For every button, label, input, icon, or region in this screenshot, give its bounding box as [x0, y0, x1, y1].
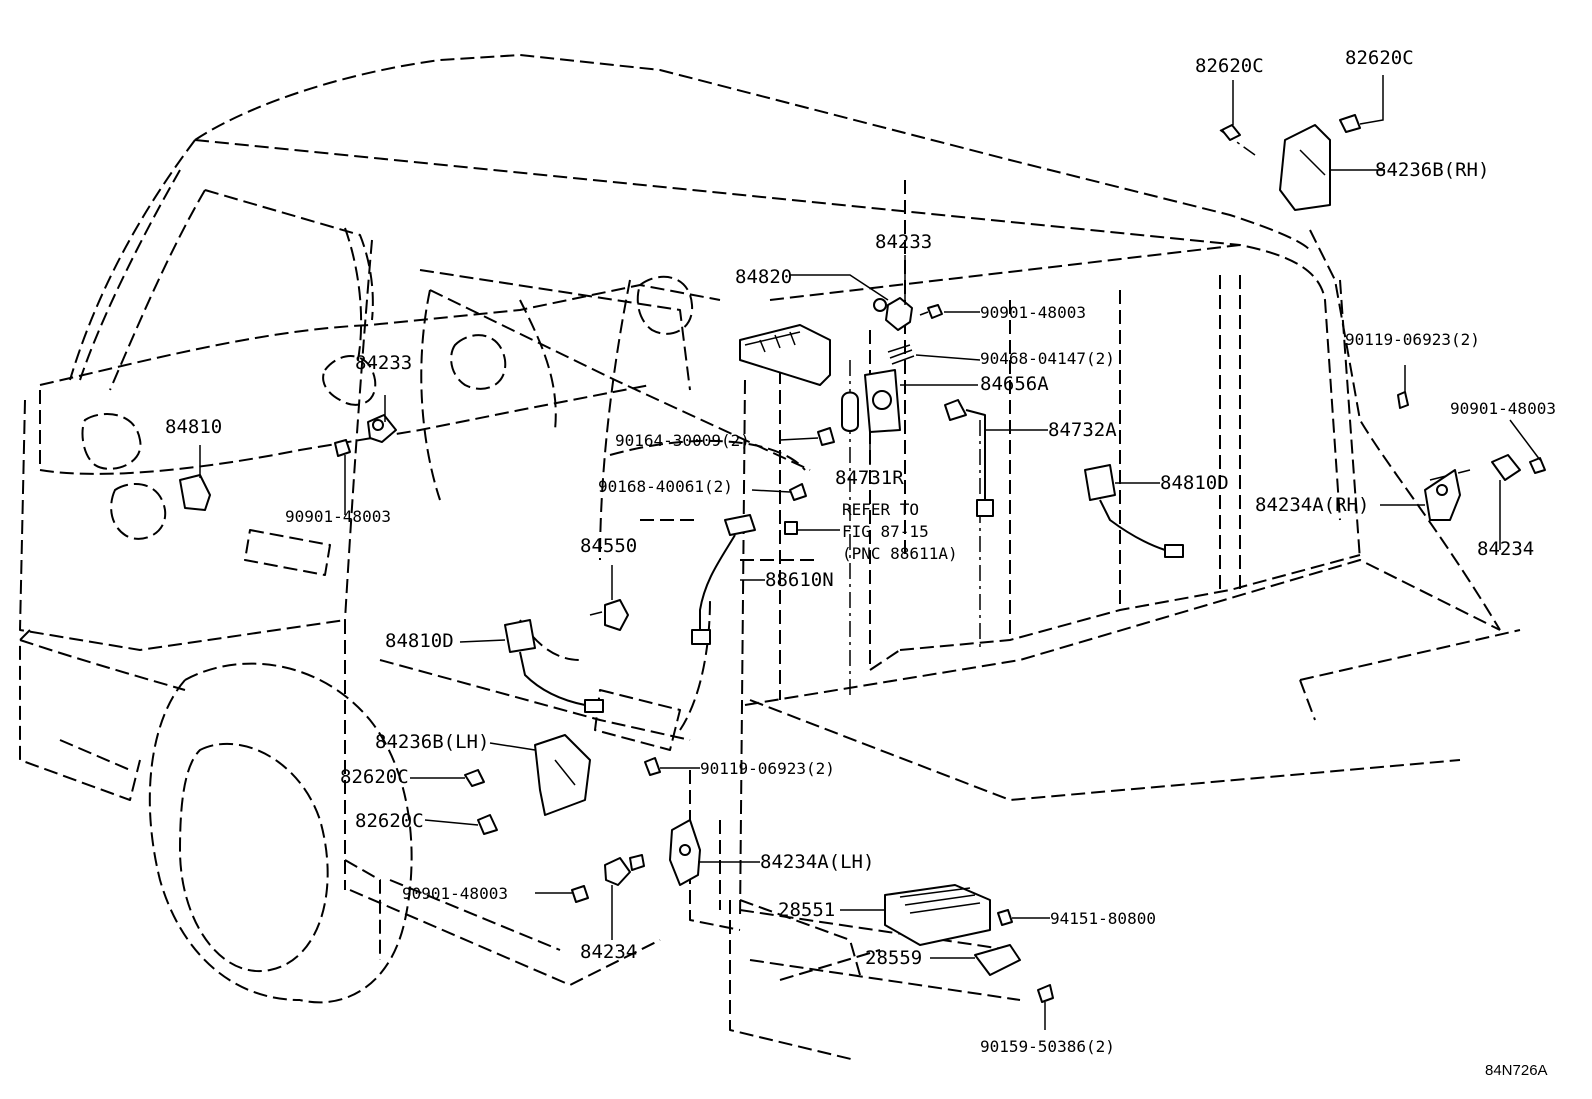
label-90901-48003-top: 90901-48003	[980, 303, 1086, 322]
part-84732a-harness	[944, 399, 994, 517]
bolt-82620c-top-right	[1339, 114, 1361, 133]
label-84810d-left: 84810D	[385, 630, 454, 652]
part-28551-module	[884, 884, 991, 946]
label-84732a: 84732A	[1048, 419, 1117, 441]
label-84656a: 84656A	[980, 373, 1049, 395]
label-84731r: 84731R	[835, 467, 904, 489]
part-84731r-knob	[841, 391, 859, 432]
clip-90468-04147	[887, 344, 915, 365]
part-84550-switch	[589, 599, 629, 631]
label-90164-30009: 90164-30009(2)	[615, 431, 750, 450]
label-refer-fig: FIG 87-15	[842, 522, 929, 541]
label-84810: 84810	[165, 416, 222, 438]
part-88610n-harness	[691, 514, 798, 645]
label-90159-50386: 90159-50386(2)	[980, 1037, 1115, 1056]
label-82620c-mid2: 82620C	[355, 810, 424, 832]
part-84810d-left-connector	[504, 619, 604, 713]
part-84234a-lh-bracket	[669, 819, 701, 886]
label-90901-48003-right: 90901-48003	[1450, 399, 1556, 418]
vehicle-body-outline	[19, 54, 1521, 1061]
bolt-90119-06923-mid	[644, 757, 661, 776]
part-84233-left-switch	[367, 414, 397, 443]
part-84234-bottom-switch	[604, 854, 645, 886]
label-84236b-lh: 84236B(LH)	[375, 731, 489, 753]
label-84234-bottom: 84234	[580, 941, 637, 963]
bolt-90164-30009	[817, 427, 835, 446]
part-labels: 82620C 82620C 84236B(RH) 84233 84820 909…	[165, 47, 1556, 1079]
bolt-82620c-top-left	[1221, 124, 1241, 141]
part-84820-switch	[739, 324, 831, 386]
part-84234-right-switch	[1491, 454, 1546, 481]
label-84233-left: 84233	[355, 352, 412, 374]
part-84810d-right-connector	[1084, 464, 1184, 558]
part-28559-bracket	[974, 944, 1021, 976]
part-84236b-lh-bracket	[534, 734, 591, 816]
bolt-90901-48003-bottom	[571, 885, 589, 903]
leader-lines	[199, 75, 1541, 1030]
label-refer-pnc: (PNC 88611A)	[842, 544, 958, 563]
bolt-90168-40061	[789, 483, 807, 501]
label-28551: 28551	[778, 899, 835, 921]
label-82620c-top-left: 82620C	[1195, 55, 1264, 77]
part-84810-switch	[179, 474, 211, 511]
label-88610n: 88610N	[765, 569, 834, 591]
part-84233-top-switch	[873, 297, 913, 331]
label-84233-top: 84233	[875, 231, 932, 253]
bolt-90119-06923-right	[1397, 391, 1409, 409]
nut-94151-80800	[997, 909, 1013, 926]
label-28559: 28559	[865, 947, 922, 969]
bolt-90901-48003-left	[334, 439, 351, 457]
label-84820: 84820	[735, 266, 792, 288]
label-90901-48003-bottom: 90901-48003	[402, 884, 508, 903]
bolt-90159-50386	[1037, 984, 1054, 1003]
bolt-90901-48003-top	[919, 304, 943, 319]
bolt-82620c-mid1	[464, 769, 485, 787]
label-94151-80800: 94151-80800	[1050, 909, 1156, 928]
part-84656a-bezel	[864, 369, 901, 433]
label-90119-06923-mid: 90119-06923(2)	[700, 759, 835, 778]
label-90901-48003-left: 90901-48003	[285, 507, 391, 526]
label-84234a-rh: 84234A(RH)	[1255, 494, 1369, 516]
label-84550: 84550	[580, 535, 637, 557]
part-84234a-rh-bracket	[1424, 469, 1461, 521]
part-84236b-rh-bracket	[1279, 124, 1331, 211]
label-82620c-mid1: 82620C	[340, 766, 409, 788]
label-90468-04147: 90468-04147(2)	[980, 349, 1115, 368]
label-90119-06923-right: 90119-06923(2)	[1345, 330, 1480, 349]
label-84234-right: 84234	[1477, 538, 1534, 560]
bolt-82620c-mid2	[477, 814, 498, 835]
label-84234a-lh: 84234A(LH)	[760, 851, 874, 873]
label-84810d-right: 84810D	[1160, 472, 1229, 494]
figure-id: 84N726A	[1485, 1062, 1548, 1079]
label-refer-to: REFER TO	[842, 500, 919, 519]
label-90168-40061: 90168-40061(2)	[598, 477, 733, 496]
label-84236b-rh: 84236B(RH)	[1375, 159, 1489, 181]
label-82620c-top-right: 82620C	[1345, 47, 1414, 69]
